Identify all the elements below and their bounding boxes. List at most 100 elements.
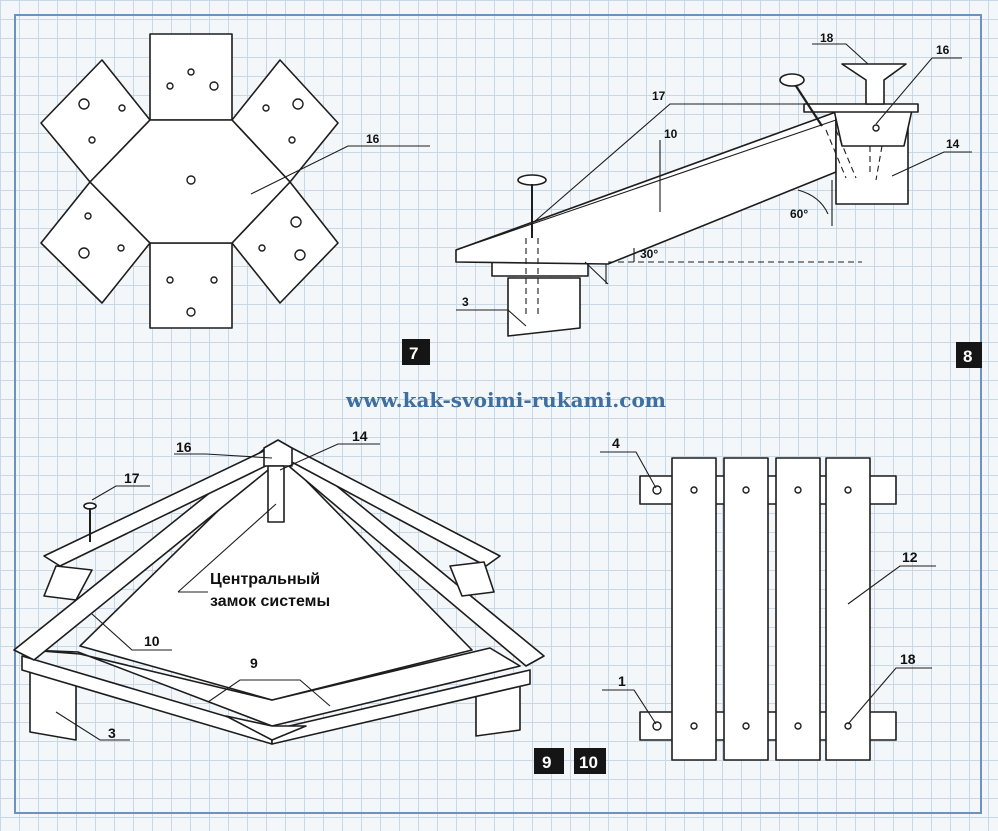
label-9: 9 bbox=[250, 655, 258, 671]
nail-shaft bbox=[795, 85, 823, 127]
leader-line bbox=[602, 689, 657, 725]
board bbox=[825, 457, 871, 761]
label-12: 12 bbox=[902, 549, 918, 565]
frame-joint-plate bbox=[225, 715, 307, 741]
hole bbox=[187, 68, 195, 76]
leader-line bbox=[847, 565, 936, 605]
hole bbox=[262, 104, 270, 112]
angle-30: 30° bbox=[640, 247, 658, 261]
leader-line bbox=[207, 679, 331, 707]
hole bbox=[872, 124, 880, 132]
leader-line bbox=[812, 43, 869, 65]
caption-line-1: Центральный bbox=[210, 571, 320, 588]
label-17: 17 bbox=[652, 89, 666, 103]
label-10: 10 bbox=[144, 633, 160, 649]
post bbox=[507, 277, 581, 337]
hole bbox=[84, 212, 92, 220]
screw-hole bbox=[690, 722, 698, 730]
leader-line bbox=[55, 711, 130, 741]
nail-head bbox=[517, 174, 547, 186]
label-18: 18 bbox=[820, 31, 834, 45]
hole bbox=[186, 175, 196, 185]
leader-line bbox=[174, 453, 273, 459]
hole bbox=[294, 249, 306, 261]
hole bbox=[78, 98, 90, 110]
hole bbox=[118, 104, 126, 112]
hole bbox=[209, 81, 219, 91]
board bbox=[671, 457, 717, 761]
label-16: 16 bbox=[176, 439, 192, 455]
screw-hole bbox=[742, 722, 750, 730]
label-14: 14 bbox=[352, 428, 368, 444]
screw-hole bbox=[690, 486, 698, 494]
hidden-line bbox=[875, 145, 883, 181]
leader-line bbox=[847, 667, 932, 725]
cap-plate bbox=[803, 103, 919, 113]
hole bbox=[78, 247, 90, 259]
leader-line bbox=[279, 443, 380, 471]
figure-number-box bbox=[402, 339, 430, 365]
leader-line bbox=[91, 485, 150, 501]
screw-hole bbox=[844, 722, 852, 730]
screw-hole bbox=[652, 721, 662, 731]
board bbox=[723, 457, 769, 761]
figure-8-rafter-joint: 30° 60° 18 16 17 10 14 3 8 bbox=[455, 31, 982, 368]
label-1: 1 bbox=[618, 673, 626, 689]
leader-line bbox=[250, 145, 430, 195]
figure-number: 7 bbox=[409, 344, 418, 363]
hole bbox=[88, 136, 96, 144]
caption-line-2: замок системы bbox=[210, 593, 330, 610]
leader-line bbox=[600, 451, 657, 489]
figure-7-hexagon-plate: 16 7 bbox=[40, 33, 430, 365]
bolt-head bbox=[841, 63, 907, 105]
label-3: 3 bbox=[462, 295, 469, 309]
page-frame bbox=[14, 14, 982, 814]
leader-line bbox=[91, 613, 172, 651]
hole bbox=[186, 307, 196, 317]
label-3: 3 bbox=[108, 725, 116, 741]
hole bbox=[166, 276, 174, 284]
label-16: 16 bbox=[936, 43, 950, 57]
leader-line bbox=[456, 309, 527, 327]
figure-number-box bbox=[534, 748, 564, 774]
rafter-side bbox=[584, 261, 609, 285]
rafter-brace bbox=[449, 561, 495, 597]
figure-number: 10 bbox=[579, 753, 598, 772]
hole bbox=[117, 244, 125, 252]
label-18: 18 bbox=[900, 651, 916, 667]
screw-hole bbox=[794, 486, 802, 494]
label-14: 14 bbox=[946, 137, 960, 151]
central-post bbox=[267, 465, 285, 523]
rafter-edge bbox=[455, 119, 837, 251]
label-17: 17 bbox=[124, 470, 140, 486]
leader-line bbox=[177, 503, 277, 593]
label-16: 16 bbox=[366, 132, 380, 146]
rafter-brace bbox=[43, 565, 93, 601]
website-url: www.kak-svoimi-rukami.com bbox=[345, 388, 666, 412]
hole bbox=[166, 82, 174, 90]
hidden-line bbox=[835, 129, 857, 179]
leader-line bbox=[891, 151, 972, 177]
figure-number: 9 bbox=[542, 753, 551, 772]
nail-head bbox=[779, 73, 805, 87]
rafter bbox=[455, 111, 837, 265]
figure-10-board-panel: 4 12 1 18 10 bbox=[574, 435, 936, 774]
screw-hole bbox=[844, 486, 852, 494]
roof-underside bbox=[79, 451, 473, 701]
figure-number: 8 bbox=[963, 347, 972, 366]
screw-hole bbox=[652, 485, 662, 495]
base-frame-top bbox=[27, 647, 521, 727]
square-plate-top bbox=[149, 33, 233, 121]
hole bbox=[290, 216, 302, 228]
label-10: 10 bbox=[664, 127, 678, 141]
screw-hole bbox=[794, 722, 802, 730]
leader-line bbox=[533, 103, 804, 223]
hole bbox=[292, 98, 304, 110]
figure-number-box bbox=[956, 342, 982, 368]
leader-line bbox=[875, 57, 962, 125]
hole bbox=[210, 276, 218, 284]
central-cap bbox=[263, 439, 293, 467]
label-4: 4 bbox=[612, 435, 620, 451]
